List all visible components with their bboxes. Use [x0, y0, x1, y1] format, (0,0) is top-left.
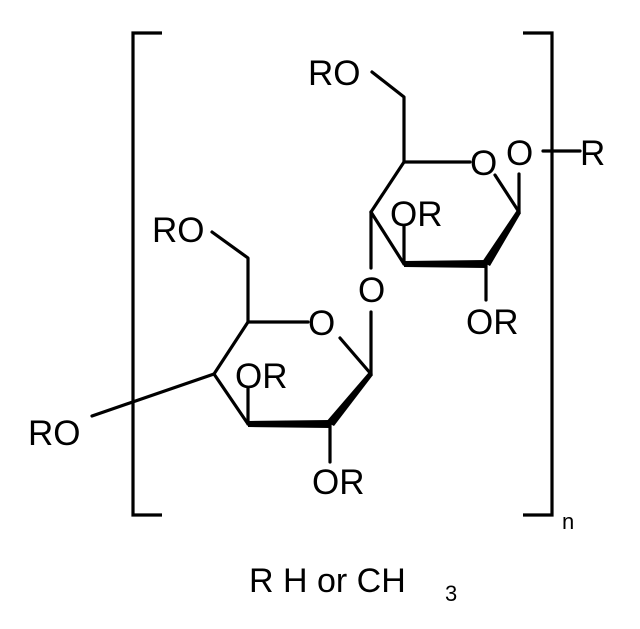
ro-left-c6-label: RO [152, 211, 205, 250]
right-bracket [523, 31, 554, 517]
repeat-subscript-n: n [562, 509, 574, 534]
c4-c3-bond-right [369, 210, 406, 266]
c6-bond-left [210, 230, 250, 324]
left-bracket [131, 31, 162, 517]
atom-labels: RO O O R OR OR RO O O OR RO OR [28, 54, 605, 502]
legend-subscript-3: 3 [445, 581, 457, 606]
c4-c3-bond-left [212, 372, 250, 426]
left-glucose-ring [90, 230, 373, 464]
or-left-c3-label: OR [235, 357, 288, 396]
c5-c4-bond-right [369, 160, 406, 214]
legend-h-or-ch: H or CH [283, 562, 406, 600]
c3-c2-wedge-right [404, 260, 486, 268]
right-glucose-ring [369, 70, 582, 302]
ring-o-left-label: O [308, 304, 335, 343]
repeat-brackets [131, 31, 554, 517]
or-right-c3-label: OR [390, 195, 443, 234]
anomeric-o-label: O [506, 134, 533, 173]
c2-c1-wedge-left [326, 372, 373, 426]
r-end-label: R [580, 134, 605, 173]
ro-left-c4-label: RO [28, 414, 81, 453]
glycosidic-o-label: O [358, 271, 385, 310]
c6-bond-right [370, 70, 406, 164]
or-right-c2-label: OR [466, 303, 519, 342]
c2-c1-wedge-right [482, 210, 521, 266]
or-left-c2-label: OR [312, 463, 365, 502]
r-group-legend: R H or CH 3 [249, 562, 457, 606]
ring-o-c1-bond-right [493, 173, 521, 214]
c4-ro-bond-left [90, 372, 216, 418]
c5-c4-bond-left [212, 320, 250, 376]
ro-top-label: RO [308, 54, 361, 93]
c3-c2-wedge-left [248, 420, 330, 428]
ring-o-c1-bond-left [338, 336, 373, 376]
ring-o-right-label: O [470, 144, 497, 183]
legend-r: R [249, 562, 274, 600]
